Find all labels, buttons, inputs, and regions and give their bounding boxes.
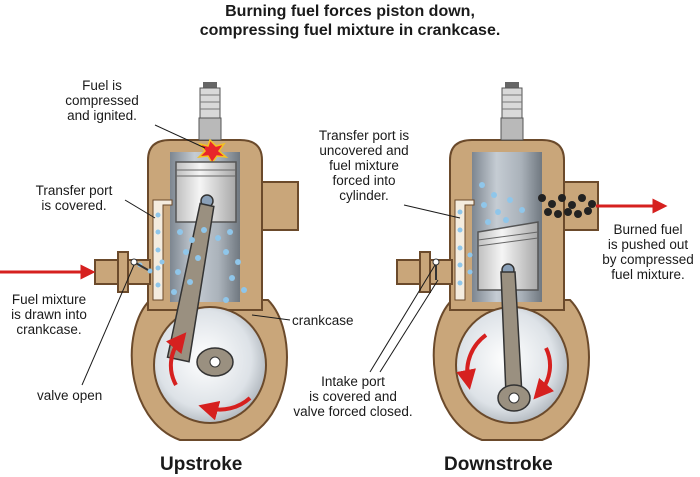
spark-plug-left <box>198 82 222 141</box>
upstroke-engine <box>0 82 299 441</box>
spark-plug-right <box>500 82 524 141</box>
label-transfer-covered: Transfer port is covered. <box>35 183 113 213</box>
caption-downstroke: Downstroke <box>444 454 553 475</box>
rotation-arrow-right-2 <box>533 347 555 400</box>
leader-lines <box>81 124 461 386</box>
rotation-arrow-left-2 <box>198 396 252 421</box>
transfer-passage-left <box>152 199 173 301</box>
downstroke-engine <box>396 82 668 441</box>
diagram-title: Burning fuel forces piston down, compres… <box>199 3 501 39</box>
intake-flange-right <box>419 251 431 293</box>
label-crankcase: crankcase <box>292 313 354 328</box>
exhaust-particles <box>538 194 596 218</box>
label-valve-open: valve open <box>37 388 103 403</box>
intake-flange-left <box>117 251 129 293</box>
label-intake-port: Intake port is covered and valve forced … <box>293 374 413 419</box>
rotation-arrow-right-1 <box>456 333 488 390</box>
label-burned-fuel: Burned fuel is pushed out by compressed … <box>602 222 694 282</box>
caption-upstroke: Upstroke <box>160 454 243 475</box>
rotation-arrow-left-1 <box>165 332 187 386</box>
label-fuel-compressed: Fuel is compressed and ignited. <box>65 78 139 123</box>
label-fuel-mixture-drawn: Fuel mixture is drawn into crankcase. <box>11 292 87 337</box>
label-transfer-uncovered: Transfer port is uncovered and fuel mixt… <box>318 128 410 203</box>
piston-right <box>477 221 539 291</box>
fuel-bubbles-right <box>457 182 525 286</box>
transfer-passage-right <box>454 199 475 301</box>
